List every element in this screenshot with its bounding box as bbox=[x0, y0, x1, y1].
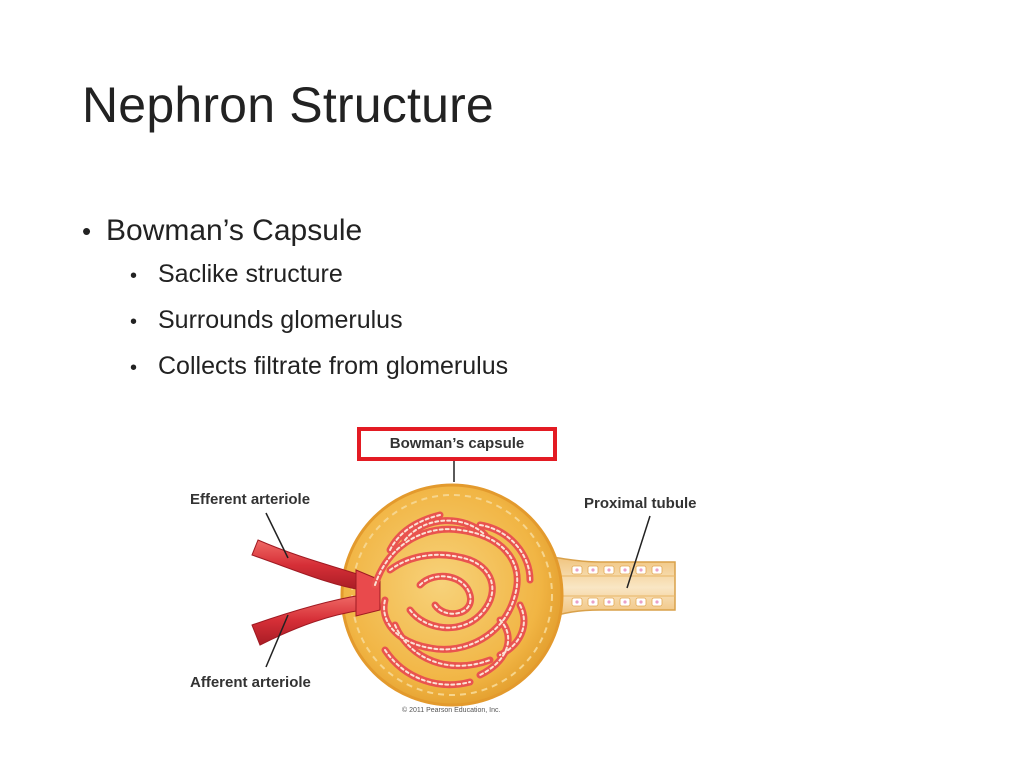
bullet-list: • Bowman’s Capsule • Saclike structure •… bbox=[82, 210, 508, 390]
afferent-arteriole-label: Afferent arteriole bbox=[190, 674, 311, 691]
glomerulus-illustration bbox=[251, 461, 676, 707]
sub-bullet-item: • Collects filtrate from glomerulus bbox=[130, 344, 508, 390]
sub-bullet-text: Surrounds glomerulus bbox=[158, 306, 403, 334]
proximal-tubule bbox=[539, 554, 676, 622]
nephron-diagram: Bowman’s capsule Efferent arteriole Affe… bbox=[180, 420, 740, 720]
proximal-tubule-label: Proximal tubule bbox=[584, 495, 697, 512]
bullet-dot-icon: • bbox=[130, 357, 138, 379]
bullet-text: Bowman’s Capsule bbox=[106, 214, 363, 247]
sub-bullet-text: Saclike structure bbox=[158, 260, 343, 288]
slide-title: Nephron Structure bbox=[82, 77, 494, 133]
sub-bullet-item: • Saclike structure bbox=[130, 252, 508, 298]
bullet-dot-icon: • bbox=[130, 311, 138, 333]
sub-bullet-item: • Surrounds glomerulus bbox=[130, 298, 508, 344]
copyright-notice: © 2011 Pearson Education, Inc. bbox=[402, 707, 501, 714]
leader-lines bbox=[265, 461, 651, 668]
bullet-item: • Bowman’s Capsule • Saclike structure •… bbox=[82, 210, 508, 390]
glomerulus-capillaries bbox=[371, 511, 534, 689]
bullet-dot-icon: • bbox=[82, 216, 92, 246]
efferent-arteriole-label: Efferent arteriole bbox=[190, 491, 311, 508]
arterioles bbox=[251, 539, 381, 646]
bowman-capsule-label: Bowman’s capsule bbox=[357, 427, 557, 461]
sub-bullet-text: Collects filtrate from glomerulus bbox=[158, 352, 509, 380]
bullet-dot-icon: • bbox=[130, 265, 138, 287]
sub-bullet-list: • Saclike structure • Surrounds glomerul… bbox=[82, 252, 508, 390]
